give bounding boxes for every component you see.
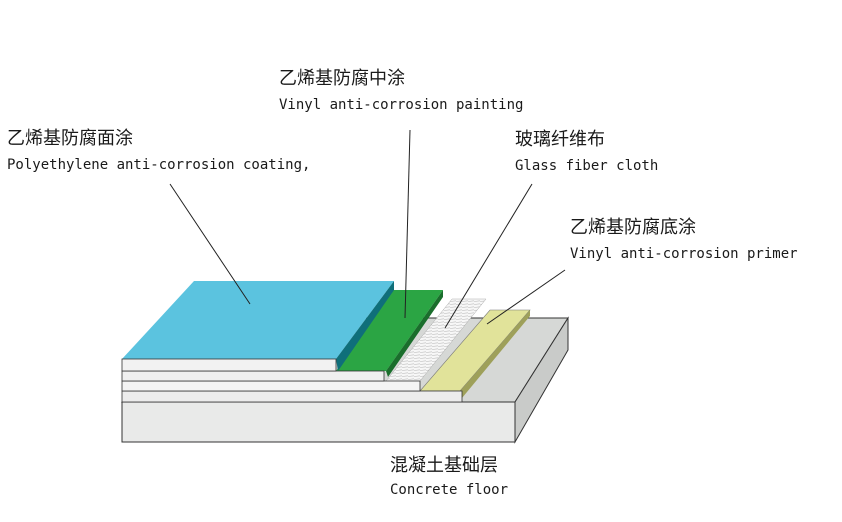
leader-line-glass-fiber — [444, 183, 533, 329]
middle-coat-front-face — [121, 370, 385, 382]
label-top-coat-cn: 乙烯基防腐面涂 — [7, 128, 133, 149]
label-middle-coat-cn: 乙烯基防腐中涂 — [279, 68, 405, 89]
label-primer-cn: 乙烯基防腐底涂 — [570, 217, 696, 238]
label-concrete-cn: 混凝土基础层 — [390, 455, 498, 476]
label-glass-fiber: 玻璃纤维布 Glass fiber cloth — [515, 129, 658, 175]
middle-coat-top-face — [336, 290, 443, 371]
concrete-front-face — [121, 401, 516, 443]
primer-layer — [121, 309, 531, 403]
label-top-coat: 乙烯基防腐面涂 Polyethylene anti-corrosion coat… — [7, 128, 310, 174]
top-coat-layer — [121, 281, 394, 372]
label-top-coat-en: Polyethylene anti-corrosion coating, — [7, 157, 311, 173]
middle-coat-side-face — [386, 290, 443, 377]
primer-side-face — [460, 310, 530, 398]
label-concrete: 混凝土基础层 Concrete floor — [390, 455, 508, 499]
label-glass-fiber-en: Glass fiber cloth — [515, 158, 659, 174]
label-glass-fiber-cn: 玻璃纤维布 — [515, 129, 605, 150]
leader-line-middle-coat — [404, 129, 411, 319]
primer-front-face — [121, 390, 463, 403]
label-primer-en: Vinyl anti-corrosion primer — [570, 246, 798, 262]
label-concrete-en: Concrete floor — [390, 482, 509, 498]
glass-fiber-front-face — [121, 380, 421, 392]
top-coat-side-face — [336, 281, 394, 371]
label-middle-coat-en: Vinyl anti-corrosion painting — [279, 97, 524, 113]
leader-line-primer — [486, 269, 566, 325]
top-coat-top-face — [122, 281, 394, 359]
label-middle-coat: 乙烯基防腐中涂 Vinyl anti-corrosion painting — [279, 68, 523, 114]
label-primer: 乙烯基防腐底涂 Vinyl anti-corrosion primer — [570, 217, 798, 263]
top-coat-front-face — [121, 358, 337, 372]
leader-line-top-coat — [169, 183, 251, 305]
